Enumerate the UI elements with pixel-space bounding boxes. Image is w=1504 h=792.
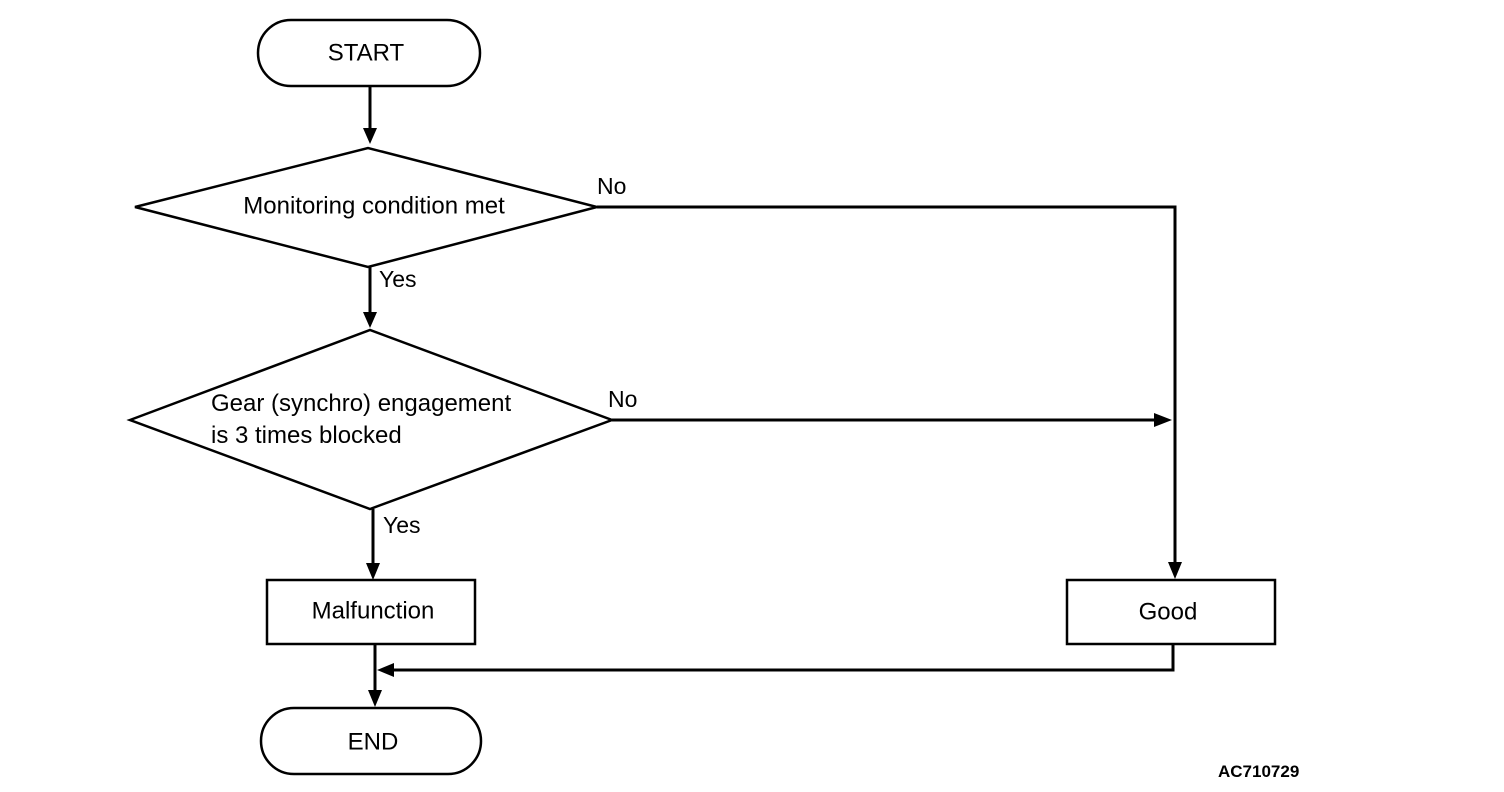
decision-2-yes-label: Yes bbox=[383, 512, 421, 538]
connector-decision-1-no bbox=[597, 205, 1182, 579]
start-terminal: START bbox=[256, 18, 482, 88]
decision-2-no-label: No bbox=[608, 386, 637, 412]
decision-1-yes-label: Yes bbox=[379, 266, 417, 292]
connector-decision-1-yes bbox=[363, 267, 377, 328]
decision-monitoring-condition: Monitoring condition met bbox=[134, 146, 602, 269]
end-terminal: END bbox=[259, 706, 483, 776]
decision-gear-engagement: Gear (synchro) engagement is 3 times blo… bbox=[126, 328, 616, 511]
decision-1-no-label: No bbox=[597, 173, 626, 199]
decision-monitoring-condition-label: Monitoring condition met bbox=[243, 192, 505, 219]
connector-start-to-decision-1 bbox=[363, 86, 377, 144]
connector-malfunction-to-end bbox=[368, 644, 382, 707]
connector-decision-2-no bbox=[612, 413, 1172, 427]
connector-good-to-end bbox=[377, 644, 1175, 677]
end-label: END bbox=[348, 728, 399, 755]
decision-gear-engagement-line-2: is 3 times blocked bbox=[211, 422, 402, 449]
good-label: Good bbox=[1139, 598, 1198, 625]
malfunction-box: Malfunction bbox=[265, 578, 477, 646]
malfunction-label: Malfunction bbox=[312, 597, 435, 624]
good-box: Good bbox=[1065, 578, 1277, 646]
decision-gear-engagement-line-1: Gear (synchro) engagement bbox=[211, 390, 511, 417]
start-label: START bbox=[328, 39, 405, 66]
connector-decision-2-yes bbox=[366, 509, 380, 580]
figure-id: AC710729 bbox=[1218, 762, 1299, 781]
